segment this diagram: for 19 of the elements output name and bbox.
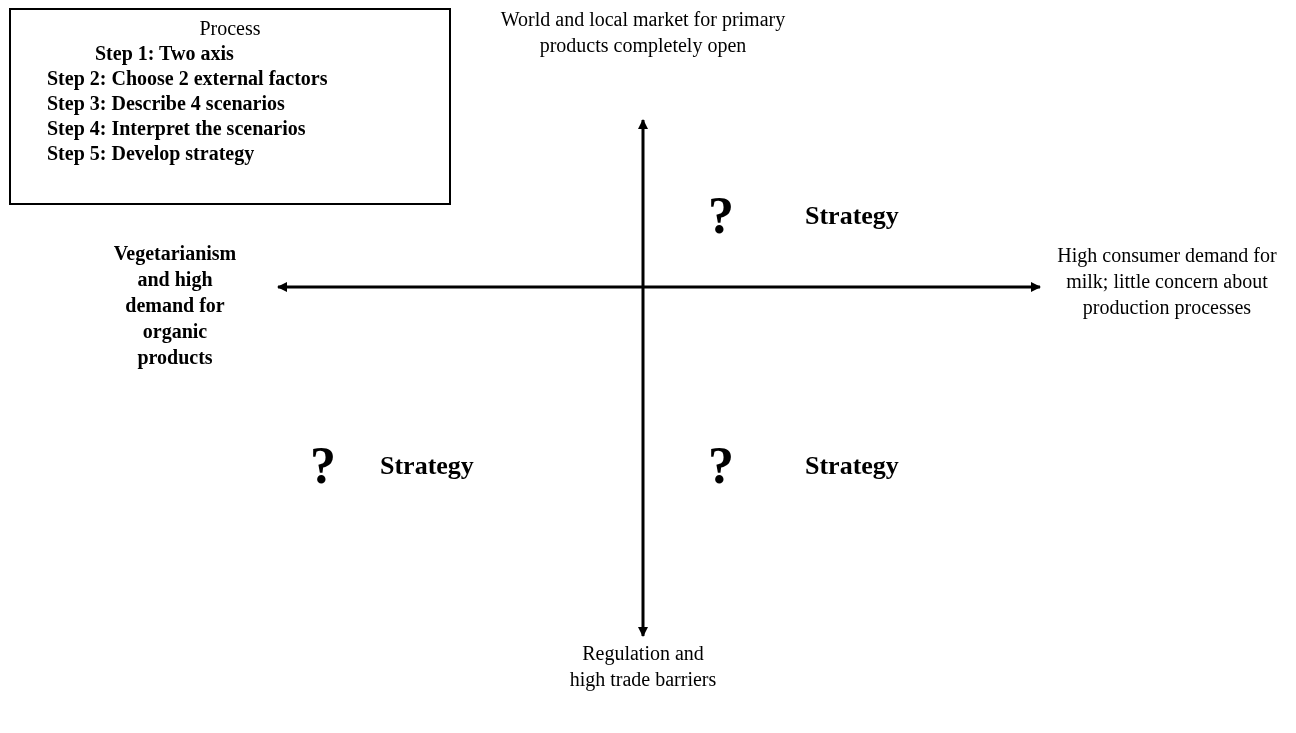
axis-end-label: High consumer demand for milk; little concern about production processes [1040, 242, 1294, 357]
axis-end-label: Regulation and high trade barriers [563, 640, 723, 730]
axis-end-label: Vegetarianism and high demand for organic products [110, 240, 278, 392]
step-text: Step 4: Interpret the scenarios [46, 116, 307, 141]
quadrant-label: Strategy [805, 453, 899, 479]
question-mark: ? [310, 440, 336, 492]
step-text: Step 2: Choose 2 external factors [46, 66, 329, 91]
axis-end-label: World and local market for primary products completely open [483, 6, 803, 118]
step-text: Step 3: Describe 4 scenarios [46, 91, 286, 116]
step-text: Step 5: Develop strategy [46, 141, 256, 166]
double-arrow [277, 282, 1041, 292]
double-arrow [638, 119, 648, 637]
box-heading: Process [198, 16, 262, 41]
question-mark: ? [708, 190, 734, 242]
step-text: Step 1: Two axis [94, 41, 235, 66]
question-mark: ? [708, 440, 734, 492]
quadrant-label: Strategy [805, 203, 899, 229]
process-box [9, 8, 451, 205]
quadrant-label: Strategy [380, 453, 474, 479]
